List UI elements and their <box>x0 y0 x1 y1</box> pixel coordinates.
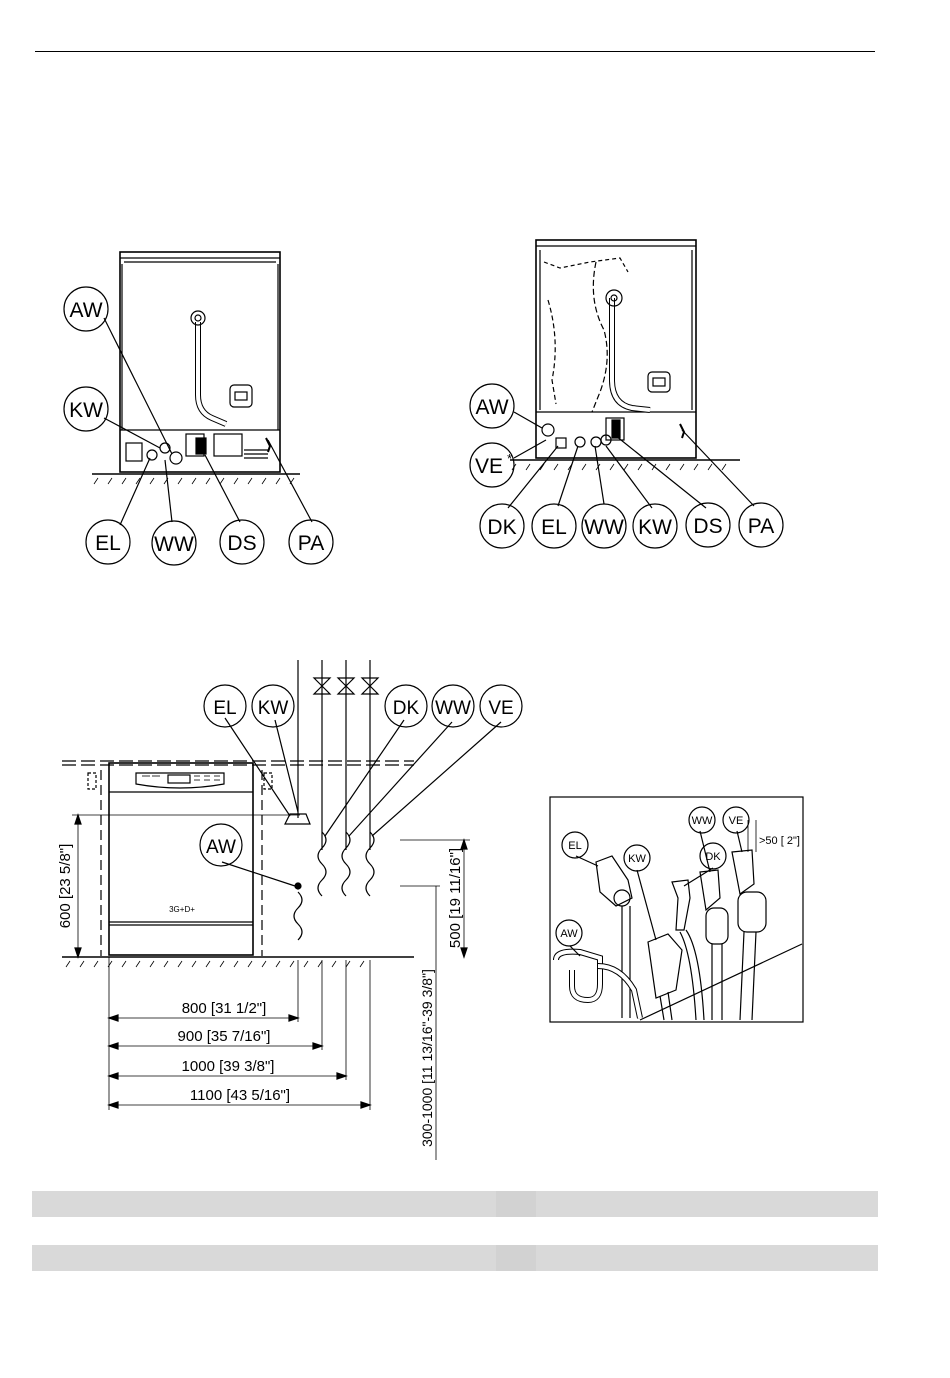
label-aw-d: AW <box>560 928 578 940</box>
label-aw-c: AW <box>206 837 236 858</box>
label-ww-d: WW <box>692 815 713 827</box>
dim-900: 900 [35 7/16"] <box>178 1028 271 1045</box>
label-dk-b: DK <box>487 516 516 539</box>
label-el-d: EL <box>568 840 581 852</box>
figure-a-rear-view <box>64 252 333 565</box>
label-ve-c: VE <box>488 698 513 719</box>
label-el-a: EL <box>95 532 121 555</box>
label-ww-b: WW <box>584 516 624 539</box>
label-el-c: EL <box>213 698 236 719</box>
label-pa-b: PA <box>748 515 774 538</box>
dim-500: 500 [19 11/16"] <box>447 848 464 948</box>
dim-1100: 1100 [43 5/16"] <box>190 1087 290 1104</box>
dim-range-300-1000: 300-1000 [11 13/16"-39 3/8"] <box>419 969 435 1147</box>
label-ve-b: VE <box>475 455 503 478</box>
label-pa-a: PA <box>298 532 324 555</box>
label-kw-c: KW <box>258 698 289 719</box>
dim-50: >50 [ 2"] <box>759 835 800 847</box>
label-kw-b: KW <box>638 516 672 539</box>
label-dk-c: DK <box>393 698 420 719</box>
figure-b-rear-view-open <box>470 240 783 548</box>
label-ww-c: WW <box>435 698 471 719</box>
table-header-bar-2 <box>32 1245 878 1271</box>
label-ve-d: VE <box>729 815 744 827</box>
label-aw-a: AW <box>69 299 102 322</box>
label-ve-asterisk: * <box>507 451 512 466</box>
label-ds-b: DS <box>693 515 722 538</box>
label-el-b: EL <box>541 516 567 539</box>
label-ds-a: DS <box>227 532 256 555</box>
dim-1000: 1000 [39 3/8"] <box>182 1058 275 1075</box>
panel-logo: 3G+D+ <box>169 905 195 914</box>
label-aw-b: AW <box>475 396 508 419</box>
label-kw-a: KW <box>69 399 103 422</box>
dim-height-600: 600 [23 5/8"] <box>57 844 74 929</box>
label-kw-d: KW <box>628 853 646 865</box>
label-dk-d: DK <box>705 851 721 863</box>
table-header-bar-1 <box>32 1191 878 1217</box>
figure-d-connection-detail <box>550 797 803 1022</box>
dim-800: 800 [31 1/2"] <box>182 1000 267 1017</box>
label-ww-a: WW <box>154 533 194 556</box>
